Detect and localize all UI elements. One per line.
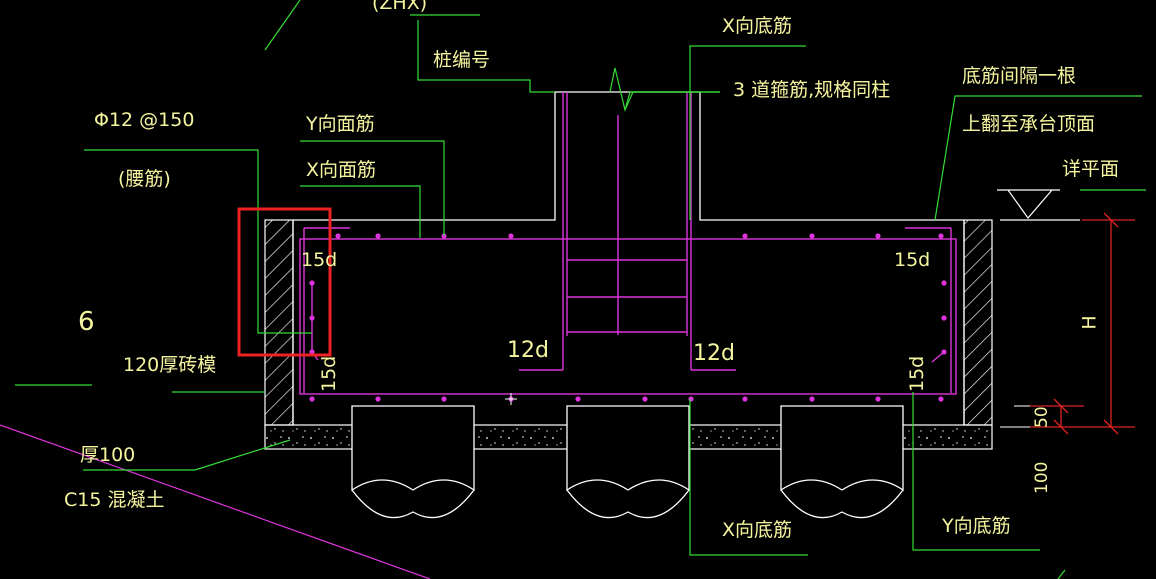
stirrups-label: 3 道箍筋,规格同柱 bbox=[733, 79, 891, 101]
dimension-h-label: H bbox=[1078, 315, 1101, 330]
dimension-extensions bbox=[1000, 405, 1030, 428]
anchor-15d-left-bottom: 15d bbox=[318, 355, 340, 392]
rebar-cage bbox=[299, 92, 957, 395]
anchor-12d-left: 12d bbox=[507, 338, 549, 363]
waist-bar-spec-label: Φ12 @150 bbox=[94, 109, 195, 131]
pile-left bbox=[351, 405, 475, 519]
pile-cap-outline bbox=[292, 91, 965, 425]
dimension-100-label: 100 bbox=[1032, 461, 1052, 494]
cross-mark bbox=[505, 393, 517, 405]
brick-mould-right bbox=[963, 219, 993, 426]
leader-lines bbox=[15, 14, 1146, 556]
top-partial-label: (ZHX) bbox=[372, 0, 428, 14]
dimension-lines bbox=[1030, 212, 1135, 435]
dimension-50-label: 50 bbox=[1032, 406, 1052, 428]
anchor-12d-right: 12d bbox=[693, 341, 735, 366]
highlight-box bbox=[237, 207, 332, 357]
x-bottom-bar-bottom-label: X向底筋 bbox=[722, 519, 793, 541]
magenta-diagonal-line bbox=[0, 424, 431, 579]
brick-mould-left bbox=[264, 219, 294, 426]
bottom-bar-note-2: 上翻至承台顶面 bbox=[962, 113, 1096, 135]
concrete-label: C15 混凝土 bbox=[64, 489, 165, 511]
bottom-bar-note-1: 底筋间隔一根 bbox=[962, 65, 1077, 87]
level-marker bbox=[997, 189, 1080, 221]
pile-number-label: 桩编号 bbox=[433, 49, 491, 71]
thickness-100-label: 厚100 bbox=[80, 444, 136, 466]
brick-mould-label: 120厚砖模 bbox=[123, 354, 217, 376]
number-6-label: 6 bbox=[78, 307, 95, 337]
anchor-15d-right-top: 15d bbox=[894, 249, 931, 271]
rebar-dots-bottom bbox=[309, 396, 944, 402]
x-top-bar-label: X向面筋 bbox=[306, 159, 377, 181]
pile-right bbox=[780, 405, 904, 519]
anchor-15d-left-top: 15d bbox=[301, 249, 338, 271]
pile-middle bbox=[566, 405, 690, 519]
see-plan-label: 详平面 bbox=[1062, 158, 1120, 180]
y-top-bar-label: Y向面筋 bbox=[306, 113, 375, 135]
rebar-dots-top bbox=[335, 233, 944, 239]
y-bottom-bar-bottom-label: Y向底筋 bbox=[942, 515, 1011, 537]
waist-bar-label: (腰筋) bbox=[118, 168, 171, 190]
leader-line bbox=[264, 0, 301, 51]
x-bottom-bar-top-label: X向底筋 bbox=[722, 15, 793, 37]
rebar-dots-sides bbox=[309, 280, 947, 355]
anchor-15d-right-bottom: 15d bbox=[906, 355, 928, 392]
leader-line bbox=[1057, 569, 1066, 579]
